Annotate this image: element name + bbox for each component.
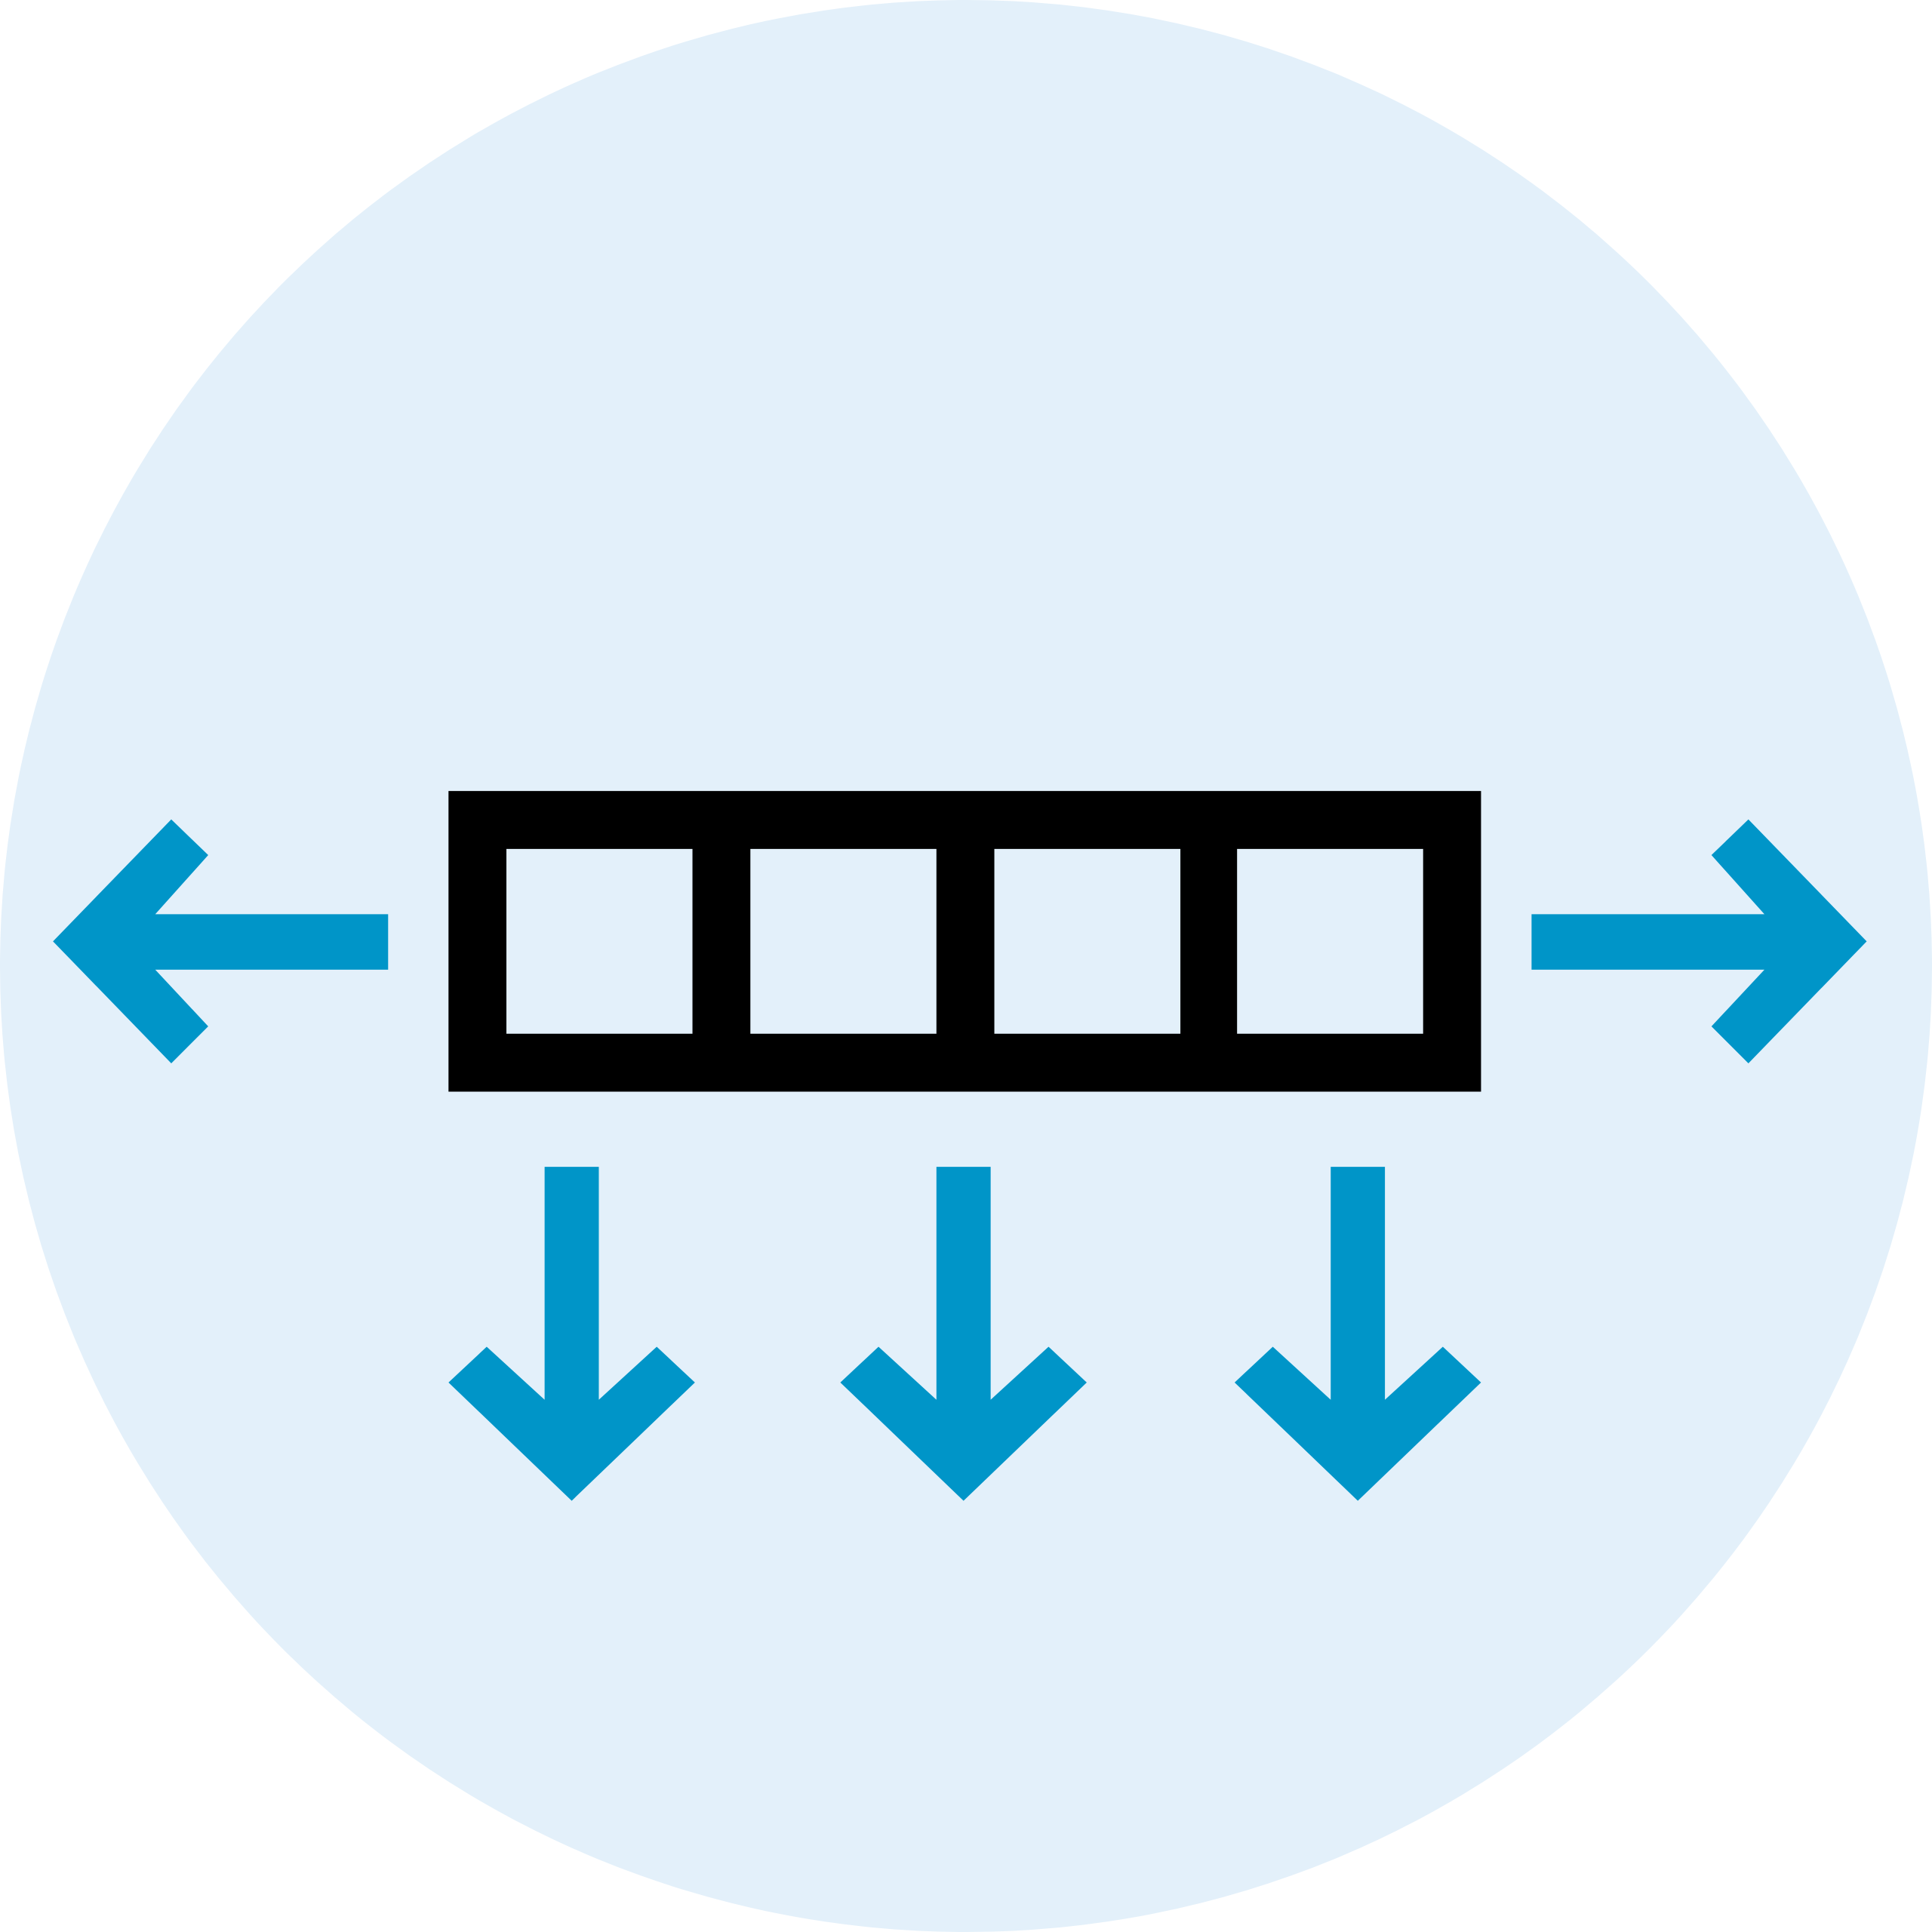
four-cell-container-icon	[448, 791, 1481, 1092]
arrow-right-icon	[1531, 819, 1867, 1063]
arrow-down-icon	[840, 1167, 1087, 1501]
arrow-left-icon	[53, 819, 389, 1063]
arrow-down-icon	[448, 1167, 695, 1501]
arrow-down-icon	[1234, 1167, 1481, 1501]
